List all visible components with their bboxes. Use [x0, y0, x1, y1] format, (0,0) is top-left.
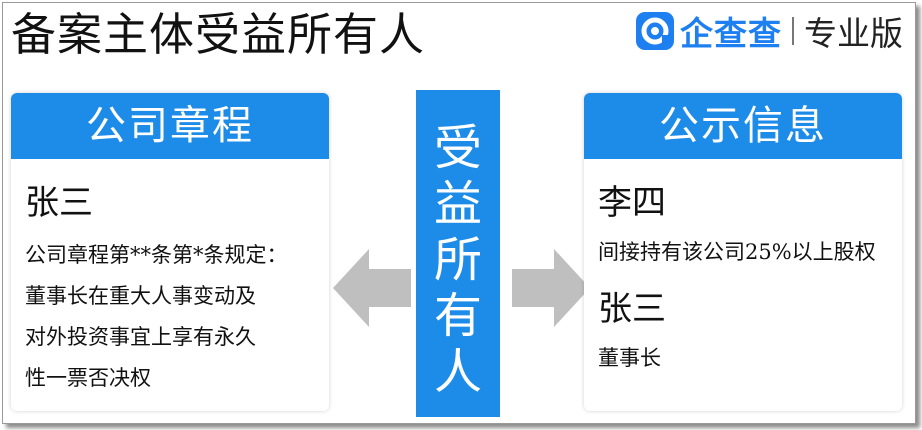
label-char: 有: [433, 288, 482, 344]
label-char: 所: [433, 232, 482, 288]
panel-header: 公示信息: [584, 93, 902, 159]
basis-text: 公司章程第**条第*条规定： 董事长在重大人事变动及 对外投资事宜上享有永久 性…: [25, 235, 329, 399]
diagram-frame: 备案主体受益所有人 企查查 专业版 公司章程 张三 公司章程第**条第*条规定：…: [2, 2, 916, 424]
arrow-right-icon: [512, 249, 590, 327]
arrow-left-icon: [333, 249, 411, 327]
label-char: 益: [433, 176, 482, 232]
label-char: 受: [433, 120, 482, 176]
label-char: 人: [433, 344, 482, 400]
beneficial-owner-label: 受 益 所 有 人: [416, 90, 500, 400]
person-name: 张三: [598, 289, 666, 329]
page-title: 备案主体受益所有人: [11, 8, 426, 61]
basis-line: 公司章程第**条第*条规定：: [25, 243, 288, 267]
beneficial-owner-bar: 受 益 所 有 人: [416, 90, 500, 417]
public-disclosure-panel: 公示信息 李四 间接持有该公司25%以上股权 张三 董事长: [584, 93, 902, 411]
basis-text: 间接持有该公司25%以上股权: [598, 240, 876, 264]
person-name: 张三: [25, 183, 93, 223]
brand: 企查查 专业版: [636, 9, 903, 53]
qichacha-logo-icon: [636, 12, 674, 50]
articles-of-association-panel: 公司章程 张三 公司章程第**条第*条规定： 董事长在重大人事变动及 对外投资事…: [11, 93, 329, 411]
brand-tag: 专业版: [804, 14, 903, 53]
panel-header: 公司章程: [11, 93, 329, 159]
basis-line: 对外投资事宜上享有永久: [25, 325, 256, 349]
brand-name: 企查查: [680, 14, 782, 53]
basis-line: 董事长在重大人事变动及: [25, 284, 256, 308]
brand-separator: [792, 17, 794, 45]
person-name: 李四: [598, 183, 666, 223]
basis-line: 性一票否决权: [25, 366, 151, 390]
basis-text: 董事长: [598, 346, 661, 370]
